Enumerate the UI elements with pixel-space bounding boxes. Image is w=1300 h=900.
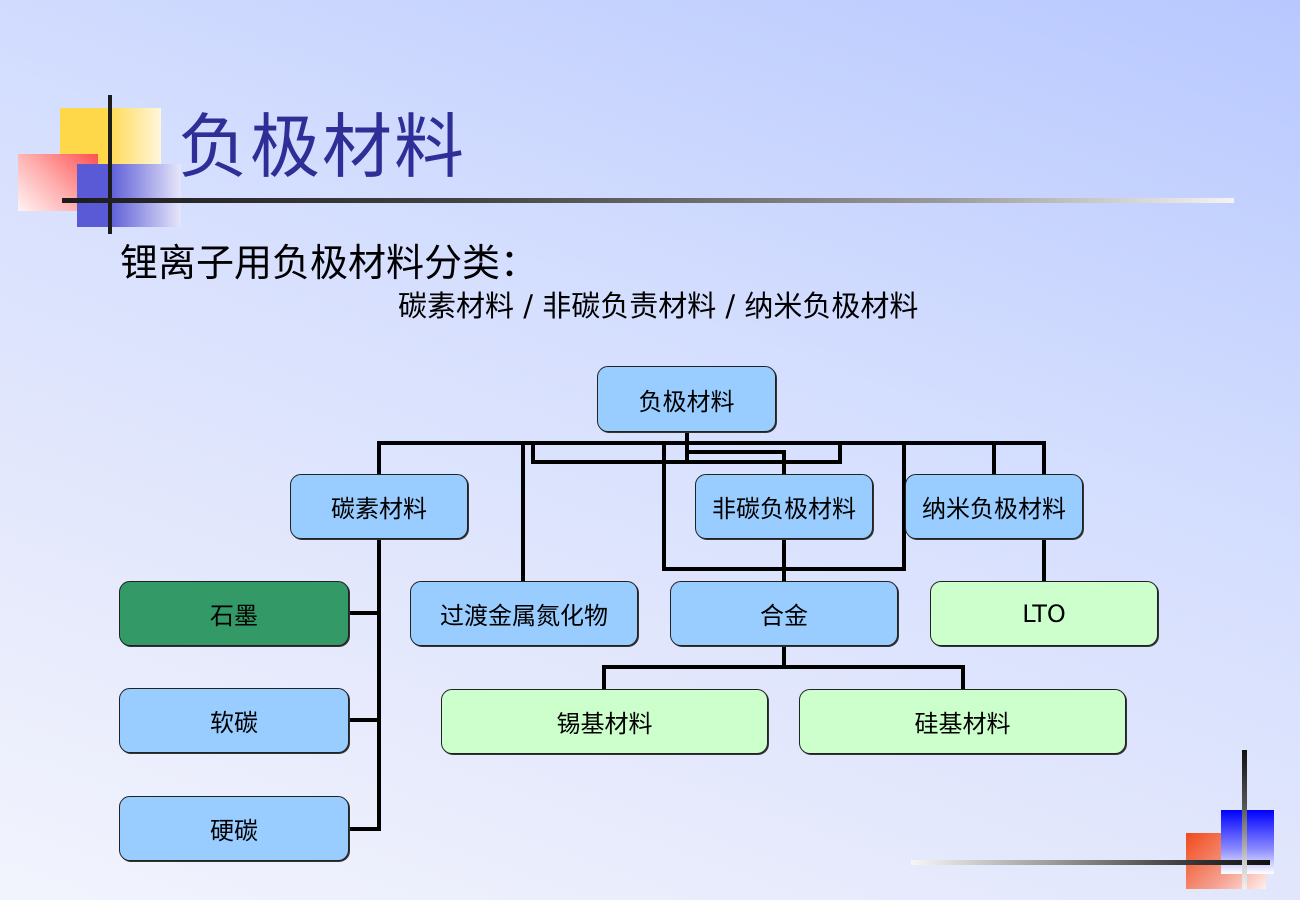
node-lto: LTO [930, 581, 1158, 646]
node-non-carbon: 非碳负极材料 [695, 474, 873, 539]
node-graphite: 石墨 [119, 581, 349, 646]
node-transition-metal-nitride-label: 过渡金属氮化物 [440, 602, 608, 630]
node-tin-based: 锡基材料 [441, 689, 768, 754]
title-decoration-vertical-line [108, 95, 112, 234]
node-soft-carbon-label: 软碳 [210, 709, 258, 737]
categories-line: 碳素材料 / 非碳负责材料 / 纳米负极材料 [398, 289, 919, 323]
node-soft-carbon: 软碳 [119, 688, 349, 753]
node-carbon: 碳素材料 [290, 474, 468, 539]
node-root: 负极材料 [597, 366, 776, 432]
node-carbon-label: 碳素材料 [331, 495, 427, 523]
title-underline [62, 198, 1234, 203]
node-non-carbon-label: 非碳负极材料 [712, 495, 856, 523]
node-transition-metal-nitride: 过渡金属氮化物 [410, 581, 638, 646]
node-lto-label: LTO [1022, 599, 1066, 628]
connector-to-non-carbon [685, 450, 786, 476]
node-nano-label: 纳米负极材料 [922, 495, 1066, 523]
connector-inner-loop [531, 441, 842, 464]
slide-title: 负极材料 [178, 106, 466, 188]
corner-decoration-horizontal-line [911, 860, 1270, 865]
connector-alloy-bus [602, 665, 965, 691]
node-silicon-based: 硅基材料 [799, 689, 1126, 754]
node-tin-based-label: 锡基材料 [556, 710, 653, 738]
node-graphite-label: 石墨 [210, 602, 258, 630]
node-root-label: 负极材料 [638, 387, 735, 416]
node-hard-carbon: 硬碳 [119, 796, 349, 861]
node-alloy: 合金 [670, 581, 898, 646]
title-decoration-blue-square [77, 164, 181, 227]
subtitle: 锂离子用负极材料分类： [120, 241, 539, 285]
corner-decoration-vertical-line [1242, 750, 1247, 889]
node-hard-carbon-label: 硬碳 [210, 817, 258, 845]
node-alloy-label: 合金 [760, 602, 808, 630]
node-nano: 纳米负极材料 [905, 474, 1083, 539]
node-silicon-based-label: 硅基材料 [914, 710, 1011, 738]
